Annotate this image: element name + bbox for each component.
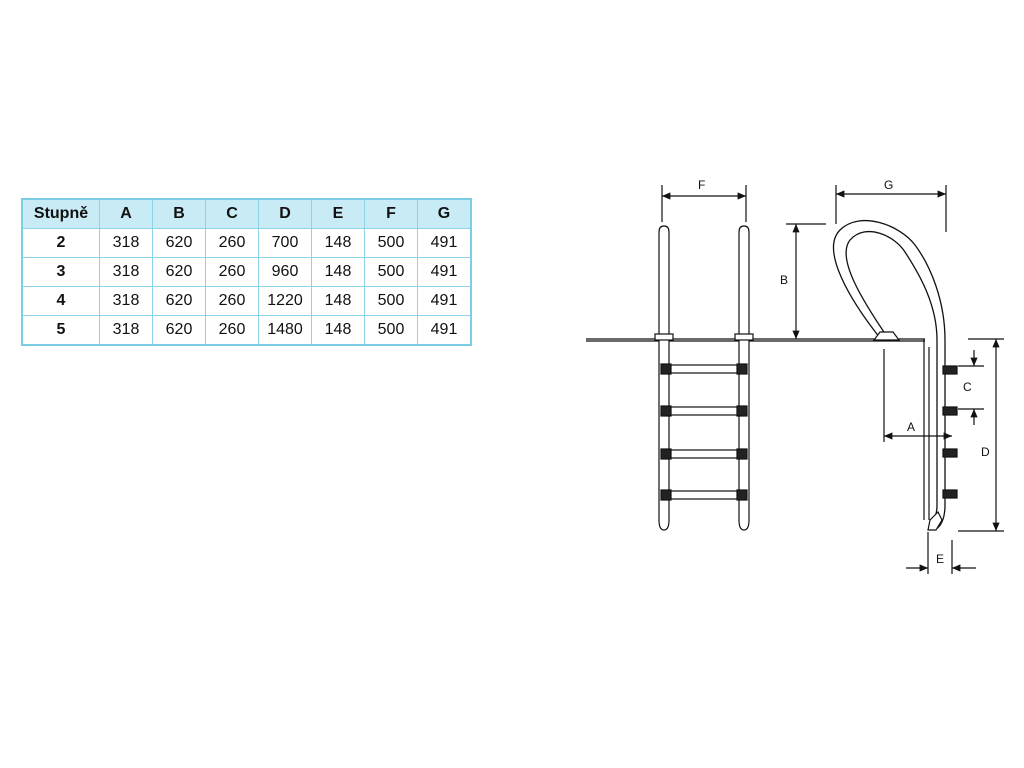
cell-b: 620 (152, 315, 206, 346)
dimension-e (906, 532, 976, 574)
dimension-a (883, 349, 952, 442)
dimension-c (958, 350, 984, 425)
dimension-f (661, 185, 747, 222)
ladder-side-view (832, 219, 958, 531)
label-c: C (963, 380, 972, 394)
table-row: 5 318 620 260 1480 148 500 491 (21, 315, 472, 346)
cell-d: 700 (258, 228, 312, 258)
label-a: A (907, 420, 915, 434)
cell-e: 148 (311, 257, 365, 287)
cell-steps: 4 (21, 286, 100, 316)
cell-steps: 3 (21, 257, 100, 287)
cell-c: 260 (205, 286, 259, 316)
cell-b: 620 (152, 286, 206, 316)
cell-f: 500 (364, 228, 418, 258)
label-f: F (698, 178, 705, 192)
label-b: B (780, 273, 788, 287)
cell-f: 500 (364, 286, 418, 316)
cell-g: 491 (417, 257, 472, 287)
cell-g: 491 (417, 315, 472, 346)
header-d: D (258, 198, 312, 229)
label-d: D (981, 445, 990, 459)
cell-c: 260 (205, 257, 259, 287)
cell-d: 1220 (258, 286, 312, 316)
cell-g: 491 (417, 228, 472, 258)
cell-a: 318 (99, 315, 153, 346)
cell-d: 960 (258, 257, 312, 287)
table-row: 3 318 620 260 960 148 500 491 (21, 257, 472, 287)
cell-e: 148 (311, 315, 365, 346)
label-g: G (884, 178, 893, 192)
cell-a: 318 (99, 286, 153, 316)
dimension-g (835, 185, 947, 232)
dimension-d (958, 338, 1004, 532)
cell-c: 260 (205, 315, 259, 346)
ladder-front-view (654, 225, 754, 531)
cell-b: 620 (152, 257, 206, 287)
dimension-b (786, 223, 826, 339)
dimensions-table: Stupně A B C D E F G 2 318 620 260 700 1… (21, 198, 472, 346)
cell-f: 500 (364, 257, 418, 287)
label-e: E (936, 552, 944, 566)
table-row: 2 318 620 260 700 148 500 491 (21, 228, 472, 258)
header-c: C (205, 198, 259, 229)
header-f: F (364, 198, 418, 229)
cell-d: 1480 (258, 315, 312, 346)
cell-g: 491 (417, 286, 472, 316)
cell-a: 318 (99, 257, 153, 287)
cell-b: 620 (152, 228, 206, 258)
cell-e: 148 (311, 228, 365, 258)
cell-f: 500 (364, 315, 418, 346)
table-row: 4 318 620 260 1220 148 500 491 (21, 286, 472, 316)
cell-steps: 2 (21, 228, 100, 258)
